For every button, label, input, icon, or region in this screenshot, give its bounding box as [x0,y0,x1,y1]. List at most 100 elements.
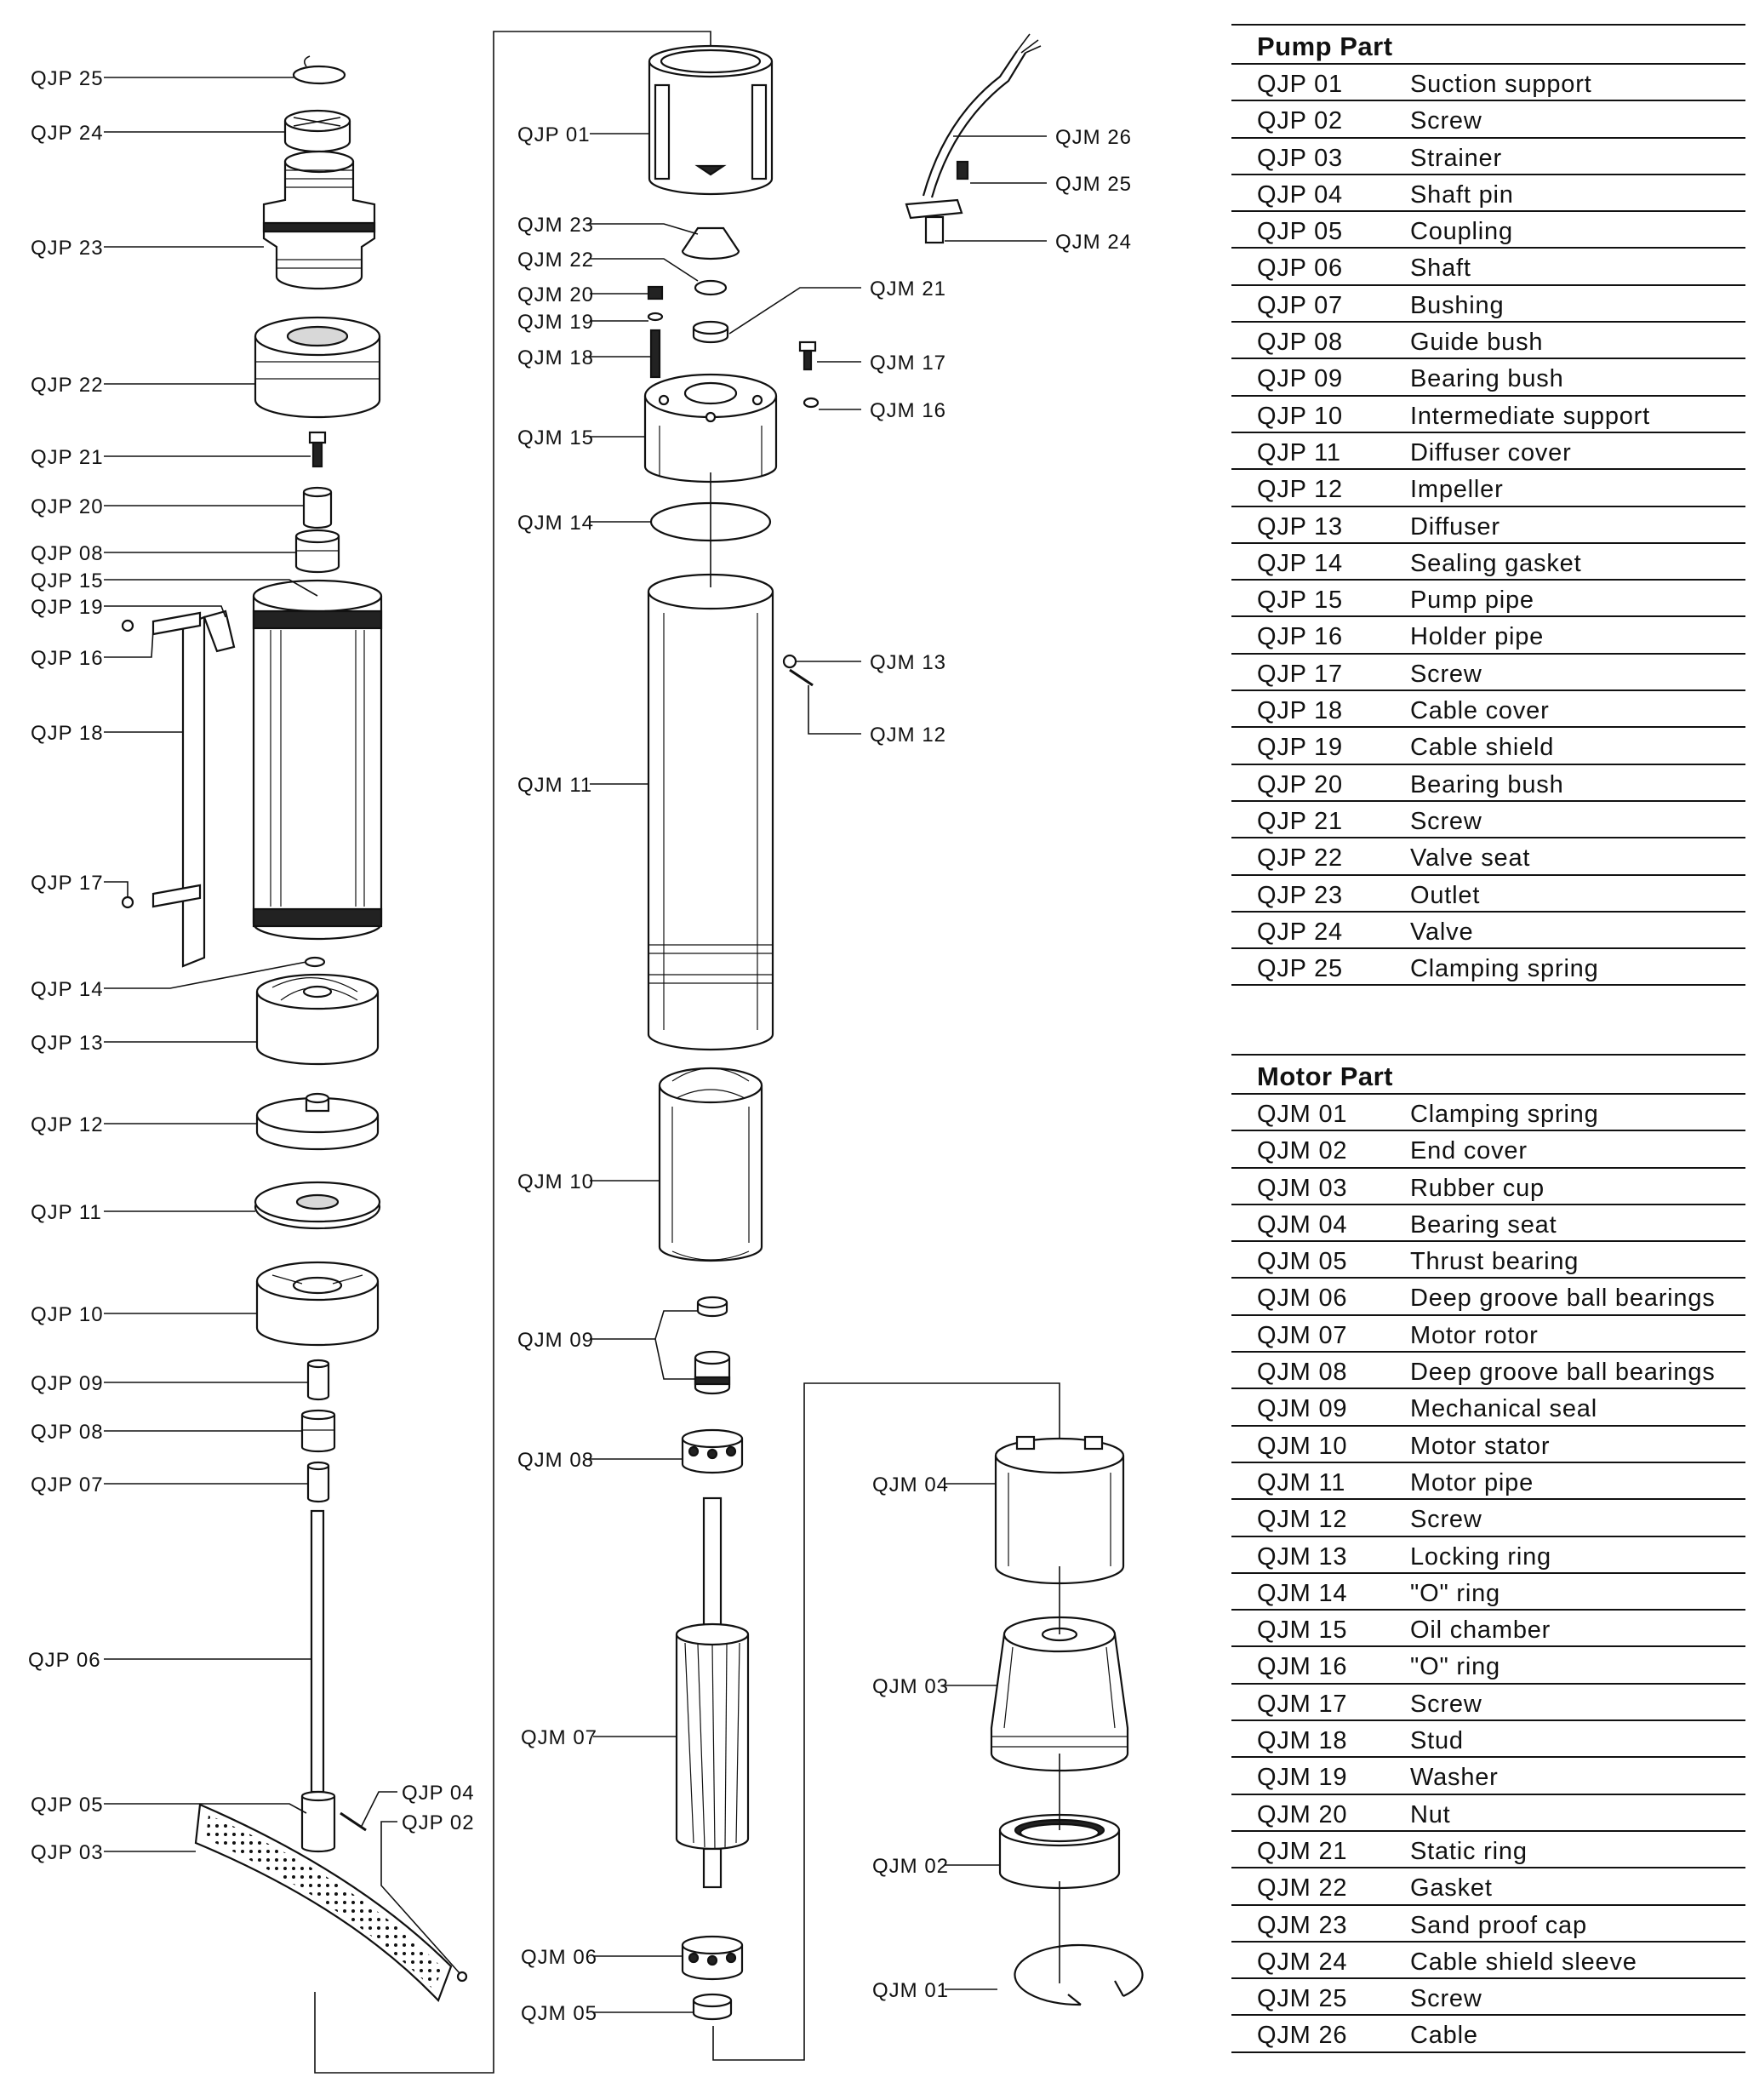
part-code: QJP 07 [1257,291,1343,319]
part-description: Rubber cup [1410,1174,1545,1202]
qjm18-stud-part [649,329,661,379]
callout-qjm12: QJM 12 [870,724,946,747]
part-code: QJP 25 [1257,955,1343,983]
callout-qjm23: QJM 23 [517,214,594,237]
callout-qjp15: QJP 15 [31,569,104,592]
part-description: Guide bush [1410,329,1544,357]
qjp07-bushing-part [306,1461,330,1503]
callout-qjm05: QJM 05 [521,2002,597,2025]
part-description: Diffuser cover [1410,438,1572,466]
part-code: QJP 22 [1257,844,1343,873]
qjp04-shaft-pin-part [340,1811,367,1832]
part-description: Valve seat [1410,844,1531,873]
callout-qjm11: QJM 11 [517,774,592,797]
part-description: Outlet [1410,881,1481,909]
qjm09-mechanical-seal-part [694,1296,731,1395]
part-description: Bearing seat [1410,1210,1557,1239]
callout-qjm24: QJM 24 [1055,231,1132,254]
part-code: QJP 05 [1257,218,1343,246]
callout-qjp23: QJP 23 [31,237,104,260]
qjm07-motor-rotor-part [675,1496,750,1889]
part-description: Bushing [1410,291,1505,319]
part-description: Locking ring [1410,1542,1551,1571]
table-row: QJP 01 Suction support [1231,65,1745,102]
qjp10-intermediate-support-part [255,1261,380,1347]
assembly-connector-lines [314,31,1060,2074]
part-code: QJP 24 [1257,918,1343,946]
qjm19-washer-part [647,312,664,322]
qjp06-shaft-part [310,1509,325,1794]
qjm16-o-ring-part [803,397,820,409]
qjm10-motor-stator-part [658,1067,763,1262]
part-code: QJM 13 [1257,1542,1348,1571]
part-description: End cover [1410,1137,1528,1165]
callout-qjp12: QJP 12 [31,1113,104,1136]
part-code: QJM 14 [1257,1579,1348,1607]
callout-qjp08-lower: QJP 08 [31,1421,104,1444]
part-code: QJP 01 [1257,71,1343,98]
table-row: QJM 14"O" ring [1231,1574,1745,1611]
callout-qjp11: QJP 11 [31,1201,102,1224]
qjm26-cable-part [922,33,1042,198]
qjm17-screw-part [798,340,817,371]
part-description: Screw [1410,1690,1482,1718]
callout-qjp01: QJP 01 [517,123,591,146]
part-code: QJP 02 [1257,107,1343,135]
callout-qjm06: QJM 06 [521,1946,597,1969]
part-description: Cable shield sleeve [1410,1948,1637,1976]
qjm15-oil-chamber-part [643,373,778,484]
part-code: QJP 04 [1257,180,1343,209]
qjm24-cable-shield-sleeve-part [905,198,963,244]
part-description: Sealing gasket [1410,549,1582,577]
part-description: Holder pipe [1410,623,1545,651]
qjp05-coupling-part [300,1790,336,1853]
callout-qjp03: QJP 03 [31,1841,104,1864]
qjm21-static-ring-part [692,320,729,344]
part-description: Static ring [1410,1837,1528,1865]
part-code: QJM 17 [1257,1690,1348,1718]
motor-parts-drawing [643,33,1042,2021]
part-code: QJM 24 [1257,1948,1348,1976]
part-code: QJP 19 [1257,734,1343,762]
callout-qjp25: QJP 25 [31,67,104,90]
part-description: Clamping spring [1410,955,1599,983]
callout-qjm15: QJM 15 [517,426,594,449]
table-row: QJM 17 Screw [1231,1685,1745,1722]
qjm22-gasket-part [694,279,728,296]
callout-qjp19: QJP 19 [31,596,104,619]
part-code: QJP 09 [1257,365,1343,393]
qjm08-ball-bearing-part [681,1428,744,1474]
part-description: Suction support [1410,71,1592,98]
callout-qjp06: QJP 06 [28,1649,101,1672]
callout-qjm21: QJM 21 [870,278,946,300]
part-description: Screw [1410,807,1482,835]
part-code: QJM 19 [1257,1764,1348,1792]
callout-qjp09: QJP 09 [31,1372,104,1395]
pump-parts-drawing [121,55,468,2003]
callout-qjm02: QJM 02 [872,1855,949,1878]
callout-qjp05: QJP 05 [31,1794,104,1817]
part-code: QJP 10 [1257,402,1343,430]
part-code: QJM 26 [1257,2022,1348,2050]
part-description: Screw [1410,107,1482,135]
qjp23-outlet-part [262,150,376,290]
callout-qjm26: QJM 26 [1055,126,1132,149]
part-code: QJM 05 [1257,1248,1348,1276]
